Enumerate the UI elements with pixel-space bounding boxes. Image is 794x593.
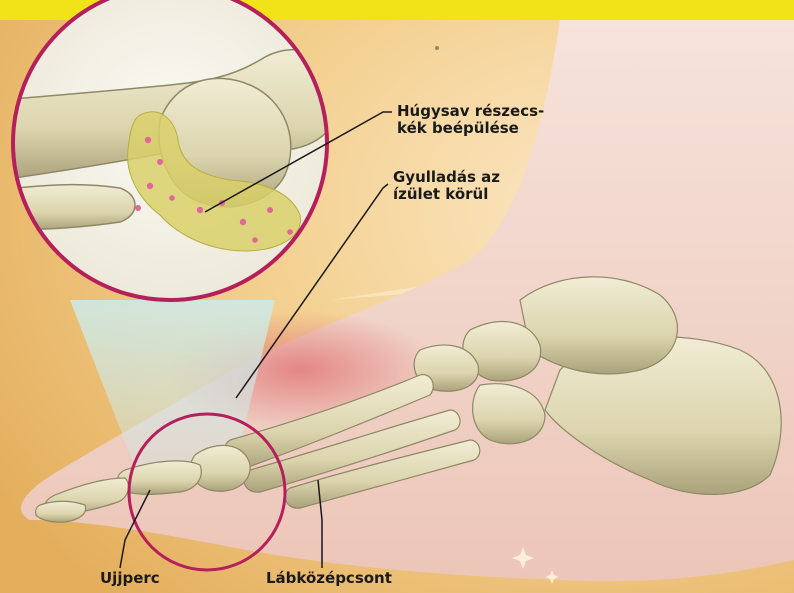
label-uric-acid-deposit: Húgysav részecs- kék beépülése (397, 103, 544, 137)
label-line: Gyulladás az (393, 169, 500, 186)
label-joint-inflammation: Gyulladás az ízület körül (393, 169, 500, 203)
label-line: Húgysav részecs- (397, 103, 544, 120)
label-line: ízület körül (393, 186, 500, 203)
label-metatarsal: Lábközépcsont (266, 570, 392, 587)
label-line: kék beépülése (397, 120, 544, 137)
label-toe-phalanx: Ujjperc (100, 570, 160, 587)
